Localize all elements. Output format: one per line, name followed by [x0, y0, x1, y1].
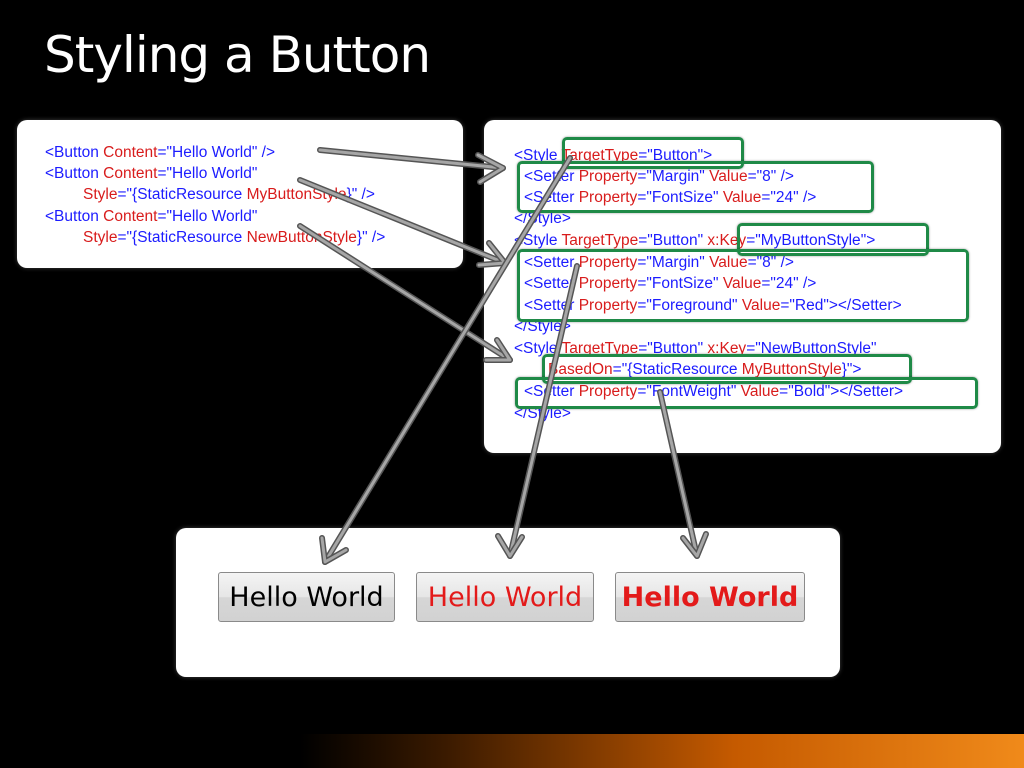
xml-attr: Property [578, 254, 638, 271]
xml-attr: Value [740, 383, 780, 400]
hello-world-default-button[interactable]: Hello World [218, 572, 395, 622]
xml-value: FontSize [651, 189, 714, 206]
xml-value: Margin [651, 168, 700, 185]
xml-punct: =" [638, 340, 653, 357]
xml-attr: Content [103, 144, 158, 161]
xml-value: Button [652, 340, 698, 357]
xml-punct: " /> [251, 144, 276, 161]
targettype-highlight-box [562, 137, 744, 169]
xml-punct: "></Setter> [824, 383, 904, 400]
xml-value: 8 [762, 254, 771, 271]
xml-value: Button [652, 232, 698, 249]
xml-value: FontSize [651, 275, 714, 292]
xml-attr: Value [741, 297, 781, 314]
xml-punct: =" [638, 232, 653, 249]
style-1-setters-highlight-box [517, 161, 874, 213]
style-2-setters-highlight-box [517, 249, 969, 322]
xml-attr: TargetType [561, 232, 639, 249]
xml-attr: Property [578, 168, 638, 185]
xml-value: 24 [775, 275, 794, 292]
xml-value: Margin [651, 254, 700, 271]
xml-punct: " /> [793, 189, 817, 206]
xml-tag: <Style [514, 232, 562, 249]
xml-value: MyButtonStyle [760, 232, 861, 249]
xml-value: Hello World [172, 144, 252, 161]
xml-attr: Value [722, 275, 762, 292]
xml-punct: "> [860, 232, 876, 249]
xml-value: 24 [775, 189, 794, 206]
xml-attr: Property [578, 189, 638, 206]
xml-resource: StaticResource [137, 229, 247, 246]
usage-code-line-5: Style="{StaticResource NewButtonStyle}" … [83, 227, 385, 249]
xml-resource: StaticResource [632, 361, 742, 378]
xml-punct: }" /> [346, 186, 375, 203]
xml-value: Hello World [172, 165, 252, 182]
xml-tag: <Button [45, 144, 104, 161]
xml-punct: =" [157, 144, 173, 161]
xml-punct: ="{ [117, 186, 138, 203]
xml-attr: Content [103, 208, 158, 225]
xml-punct: " [871, 340, 877, 357]
xml-punct: }" /> [356, 229, 386, 246]
xml-attr: Value [709, 168, 748, 185]
xml-value: Red [794, 297, 824, 314]
xml-attr: TargetType [561, 340, 639, 357]
xml-punct: =" [157, 208, 173, 225]
xml-attr: Property [578, 297, 638, 314]
button-usage-code-panel: <Button Content="Hello World" /> <Button… [17, 120, 463, 268]
xml-attr: x:Key [707, 340, 747, 357]
orange-accent-bar [300, 734, 1024, 768]
xml-punct: " /> [770, 168, 794, 185]
xml-punct: =" [157, 165, 173, 182]
usage-code-line-3: Style="{StaticResource MyButtonStyle}" /… [83, 184, 375, 206]
xml-attr: TargetType [561, 147, 639, 164]
xml-tag: <Button [45, 165, 104, 182]
xml-value: Bold [793, 383, 825, 400]
xml-attr: Property [578, 383, 638, 400]
style-3-setter-highlight-box [515, 377, 978, 409]
xml-punct: ="{ [117, 229, 138, 246]
usage-code-line-1: <Button Content="Hello World" /> [45, 142, 275, 164]
xml-attr: x:Key [707, 232, 747, 249]
xml-punct: " [251, 165, 258, 182]
usage-code-line-4: <Button Content="Hello World" [45, 206, 257, 228]
xml-punct: }"> [841, 361, 862, 378]
xml-value: NewButtonStyle [760, 340, 872, 357]
xml-attr: Content [103, 165, 158, 182]
style-2-setter-foreground: <Setter Property="Foreground" Value="Red… [524, 297, 902, 314]
xml-punct: ="{ [612, 361, 633, 378]
hello-world-mybuttonstyle-button[interactable]: Hello World [416, 572, 594, 622]
xml-value: Foreground [651, 297, 733, 314]
usage-code-line-2: <Button Content="Hello World" [45, 163, 257, 185]
xml-value: Hello World [172, 208, 252, 225]
xml-attr: Style [83, 229, 118, 246]
xml-value: 8 [762, 168, 771, 185]
xml-attr: Value [722, 189, 762, 206]
slide-title: Styling a Button [44, 26, 431, 84]
xml-punct: =" [638, 147, 653, 164]
xml-key: NewButtonStyle [246, 229, 357, 246]
xml-attr: Property [578, 275, 638, 292]
xml-attr: Style [83, 186, 118, 203]
xml-punct: " /> [770, 254, 794, 271]
xml-punct: " [251, 208, 258, 225]
xkey-highlight-box [737, 223, 929, 256]
xml-key: MyButtonStyle [246, 186, 347, 203]
xml-attr: Value [709, 254, 748, 271]
xml-value: Button [652, 147, 698, 164]
hello-world-newbuttonstyle-button[interactable]: Hello World [615, 572, 805, 622]
xml-resource: StaticResource [137, 186, 247, 203]
xml-key: MyButtonStyle [741, 361, 842, 378]
xml-punct: "></Setter> [823, 297, 902, 314]
xml-punct: " [697, 340, 708, 357]
xml-tag: <Button [45, 208, 104, 225]
xml-punct: " [697, 232, 708, 249]
xml-punct: "> [697, 147, 713, 164]
xml-punct: " /> [793, 275, 817, 292]
